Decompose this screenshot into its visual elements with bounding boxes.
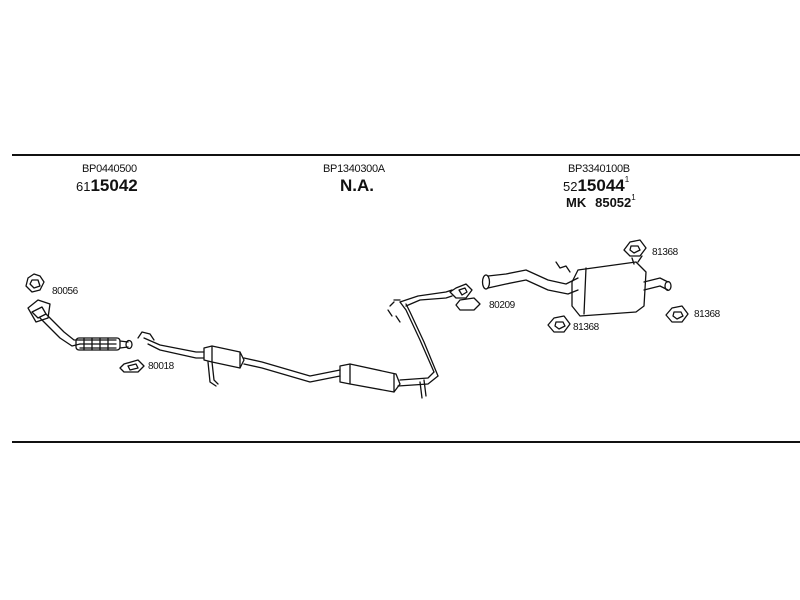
top-divider <box>12 154 800 156</box>
catalyst-pipe <box>137 331 341 387</box>
section-1-part-number: 6115042 <box>76 176 138 196</box>
gasket-80018-icon <box>119 359 145 373</box>
section-1-code: BP0440500 <box>82 163 137 175</box>
section-2-part-main: N.A. <box>340 176 374 195</box>
section-2-part-number: N.A. <box>340 176 374 196</box>
mount-81368-top-icon <box>623 239 647 257</box>
rear-silencer <box>481 255 672 317</box>
section-3-code: BP3340100B <box>568 163 630 175</box>
section-3-alt-prefix: MK <box>566 195 587 210</box>
section-1-part-prefix: 61 <box>76 179 91 194</box>
section-2-code: BP1340300A <box>323 163 385 175</box>
label-81368-top: 81368 <box>652 247 678 258</box>
centre-silencer <box>339 289 453 399</box>
section-3-part-number: 52150441 <box>563 175 630 196</box>
label-81368-left: 81368 <box>573 322 599 333</box>
label-81368-right: 81368 <box>694 309 720 320</box>
section-3-part-main: 15044 <box>577 176 625 195</box>
bottom-divider <box>12 441 800 443</box>
label-80056: 80056 <box>52 286 78 297</box>
gasket-80209-icon <box>449 283 473 299</box>
section-3-alt-sup: 1 <box>631 193 636 202</box>
section-3-alt-number: MK 850521 <box>566 193 636 212</box>
gasket-80056-icon <box>25 273 45 293</box>
mount-81368-right-icon <box>665 305 689 323</box>
label-80018: 80018 <box>148 361 174 372</box>
mount-81368-left-icon <box>547 315 571 333</box>
section-3-part-sup: 1 <box>624 175 630 184</box>
gasket-80209-lower-icon <box>455 297 481 311</box>
front-pipe <box>27 299 133 351</box>
label-80209: 80209 <box>489 300 515 311</box>
section-1-part-main: 15042 <box>90 176 138 195</box>
section-3-part-prefix: 52 <box>563 179 578 194</box>
section-3-alt-main: 85052 <box>595 195 632 210</box>
